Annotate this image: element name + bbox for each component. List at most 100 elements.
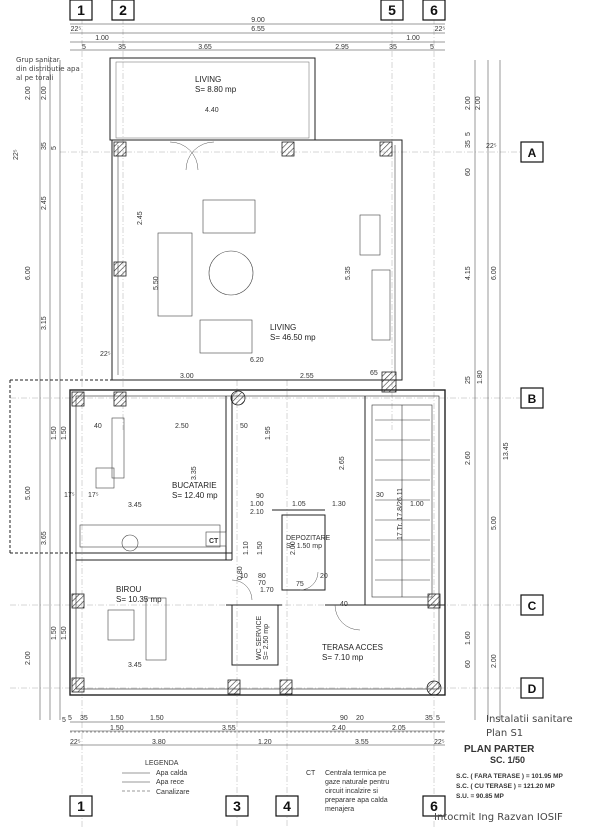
legend-item-hot: Apa calda <box>156 770 187 777</box>
svg-text:90: 90 <box>256 493 264 500</box>
plan-scale: SC. 1/50 <box>490 755 525 765</box>
svg-text:70: 70 <box>258 580 266 587</box>
svg-text:D: D <box>528 682 537 696</box>
room-living-upper-name: LIVING <box>195 75 221 84</box>
svg-text:menajera: menajera <box>325 806 354 813</box>
svg-text:1.50: 1.50 <box>257 541 264 555</box>
svg-text:1.70: 1.70 <box>260 587 274 594</box>
svg-text:5: 5 <box>82 44 86 51</box>
svg-text:75: 75 <box>296 581 304 588</box>
svg-text:22⁵: 22⁵ <box>434 739 445 746</box>
svg-text:60: 60 <box>465 168 472 176</box>
walls <box>9 57 446 696</box>
left-dimensions: 2.00 2.00 2.45 6.00 3.15 1.50 1.50 5.00 … <box>13 86 75 724</box>
svg-text:2.00: 2.00 <box>475 96 482 110</box>
svg-text:30: 30 <box>376 492 384 499</box>
svg-text:80: 80 <box>258 573 266 580</box>
svg-text:25: 25 <box>465 376 472 384</box>
room-storage-name: DEPOZITARE <box>286 535 331 542</box>
svg-text:2.00: 2.00 <box>41 86 48 100</box>
legend-item-sewer: Canalizare <box>156 789 190 796</box>
area-with-terrace: S.C. ( CU TERASE ) = 121.20 MP <box>456 783 555 790</box>
grid-column-6-bottom: 6 <box>422 795 446 817</box>
svg-text:1.00: 1.00 <box>95 35 109 42</box>
sofa-bottom <box>199 319 253 354</box>
room-wc-name: WC SERVICE <box>256 615 263 660</box>
svg-text:3.45: 3.45 <box>128 502 142 509</box>
inner-dimensions: 4.40 2.45 5.50 5.35 6.20 3.00 2.55 65 1.… <box>88 107 424 669</box>
svg-text:3.55: 3.55 <box>222 725 236 732</box>
svg-text:5: 5 <box>465 132 472 136</box>
grid-row-B: B <box>520 387 544 409</box>
top-dimensions: 9.00 22⁵ 6.55 22⁵ 1.00 1.00 5 35 3.65 2.… <box>71 17 446 51</box>
svg-text:B: B <box>528 392 537 406</box>
usable-area: S.U. = 90.85 MP <box>456 793 505 800</box>
svg-text:4: 4 <box>283 798 291 814</box>
svg-text:4.40: 4.40 <box>205 107 219 114</box>
grid-axes <box>10 18 520 828</box>
svg-text:2.00: 2.00 <box>465 96 472 110</box>
author: Intocmit Ing Razvan IOSIF <box>434 812 563 823</box>
room-kitchen-name: BUCATARIE <box>172 481 217 490</box>
svg-text:22⁵: 22⁵ <box>13 149 20 160</box>
svg-text:22⁵: 22⁵ <box>71 26 82 33</box>
title-block: Instalatii sanitare Plan S1 PLAN PARTER … <box>434 714 573 823</box>
svg-text:6.20: 6.20 <box>250 357 264 364</box>
desk <box>145 597 167 661</box>
grid-column-2-top: 2 <box>111 0 135 21</box>
sofa-left <box>157 232 193 317</box>
svg-text:Centrala termica pe: Centrala termica pe <box>325 770 386 777</box>
area-no-terrace: S.C. ( FARA TERASE ) = 101.95 MP <box>456 773 564 780</box>
svg-text:35: 35 <box>118 44 126 51</box>
title-line-2: Plan S1 <box>486 728 523 739</box>
svg-text:5.00: 5.00 <box>25 486 32 500</box>
svg-text:50: 50 <box>240 423 248 430</box>
svg-text:5: 5 <box>430 44 434 51</box>
svg-text:3.65: 3.65 <box>41 531 48 545</box>
bottom-dimensions: 5 35 1.50 1.50 90 20 35 5 1.50 3.55 2.40… <box>68 715 445 746</box>
svg-text:5.00: 5.00 <box>491 516 498 530</box>
svg-text:1.50: 1.50 <box>51 626 58 640</box>
chair <box>95 467 115 489</box>
svg-text:3.65: 3.65 <box>198 44 212 51</box>
svg-text:1: 1 <box>77 798 85 814</box>
svg-text:5.50: 5.50 <box>153 276 160 290</box>
svg-text:6: 6 <box>430 2 438 18</box>
top-left-note: Grup sanitar din distributie apa al pe t… <box>16 56 80 82</box>
svg-text:20: 20 <box>356 715 364 722</box>
svg-text:65: 65 <box>370 370 378 377</box>
svg-text:A: A <box>528 146 537 160</box>
svg-text:35: 35 <box>465 140 472 148</box>
svg-text:2.00: 2.00 <box>25 86 32 100</box>
svg-text:22⁵: 22⁵ <box>486 143 497 150</box>
svg-text:1.80: 1.80 <box>477 370 484 384</box>
svg-text:3.80: 3.80 <box>152 739 166 746</box>
svg-text:22⁵: 22⁵ <box>435 26 446 33</box>
svg-text:1.50: 1.50 <box>51 426 58 440</box>
svg-text:90: 90 <box>340 715 348 722</box>
structural-columns <box>71 141 442 696</box>
svg-text:35: 35 <box>425 715 433 722</box>
grid-row-C: C <box>520 594 544 616</box>
svg-text:35: 35 <box>389 44 397 51</box>
svg-text:3.15: 3.15 <box>41 316 48 330</box>
sofa-top <box>202 199 256 234</box>
svg-text:3.35: 3.35 <box>191 466 198 480</box>
svg-text:2.95: 2.95 <box>335 44 349 51</box>
svg-text:5: 5 <box>68 715 72 722</box>
svg-text:2.00: 2.00 <box>290 541 297 555</box>
stair-label: 17 Tr. 17.8/26.11 <box>397 488 404 540</box>
legend-item-cold: Apa rece <box>156 779 184 786</box>
room-wc-area: S= 2.50 mp <box>263 624 270 660</box>
svg-text:2.65: 2.65 <box>339 456 346 470</box>
svg-text:preparare apa calda: preparare apa calda <box>325 797 388 804</box>
svg-text:3.45: 3.45 <box>128 662 142 669</box>
svg-text:40: 40 <box>94 423 102 430</box>
desk-chair <box>107 609 135 641</box>
svg-text:1.00: 1.00 <box>410 501 424 508</box>
grid-column-1-bottom: 1 <box>69 795 93 817</box>
title-line-1: Instalatii sanitare <box>486 714 573 725</box>
legend: LEGENDA Apa calda Apa rece Canalizare CT… <box>122 760 389 813</box>
svg-text:6.00: 6.00 <box>25 266 32 280</box>
svg-text:20: 20 <box>320 573 328 580</box>
